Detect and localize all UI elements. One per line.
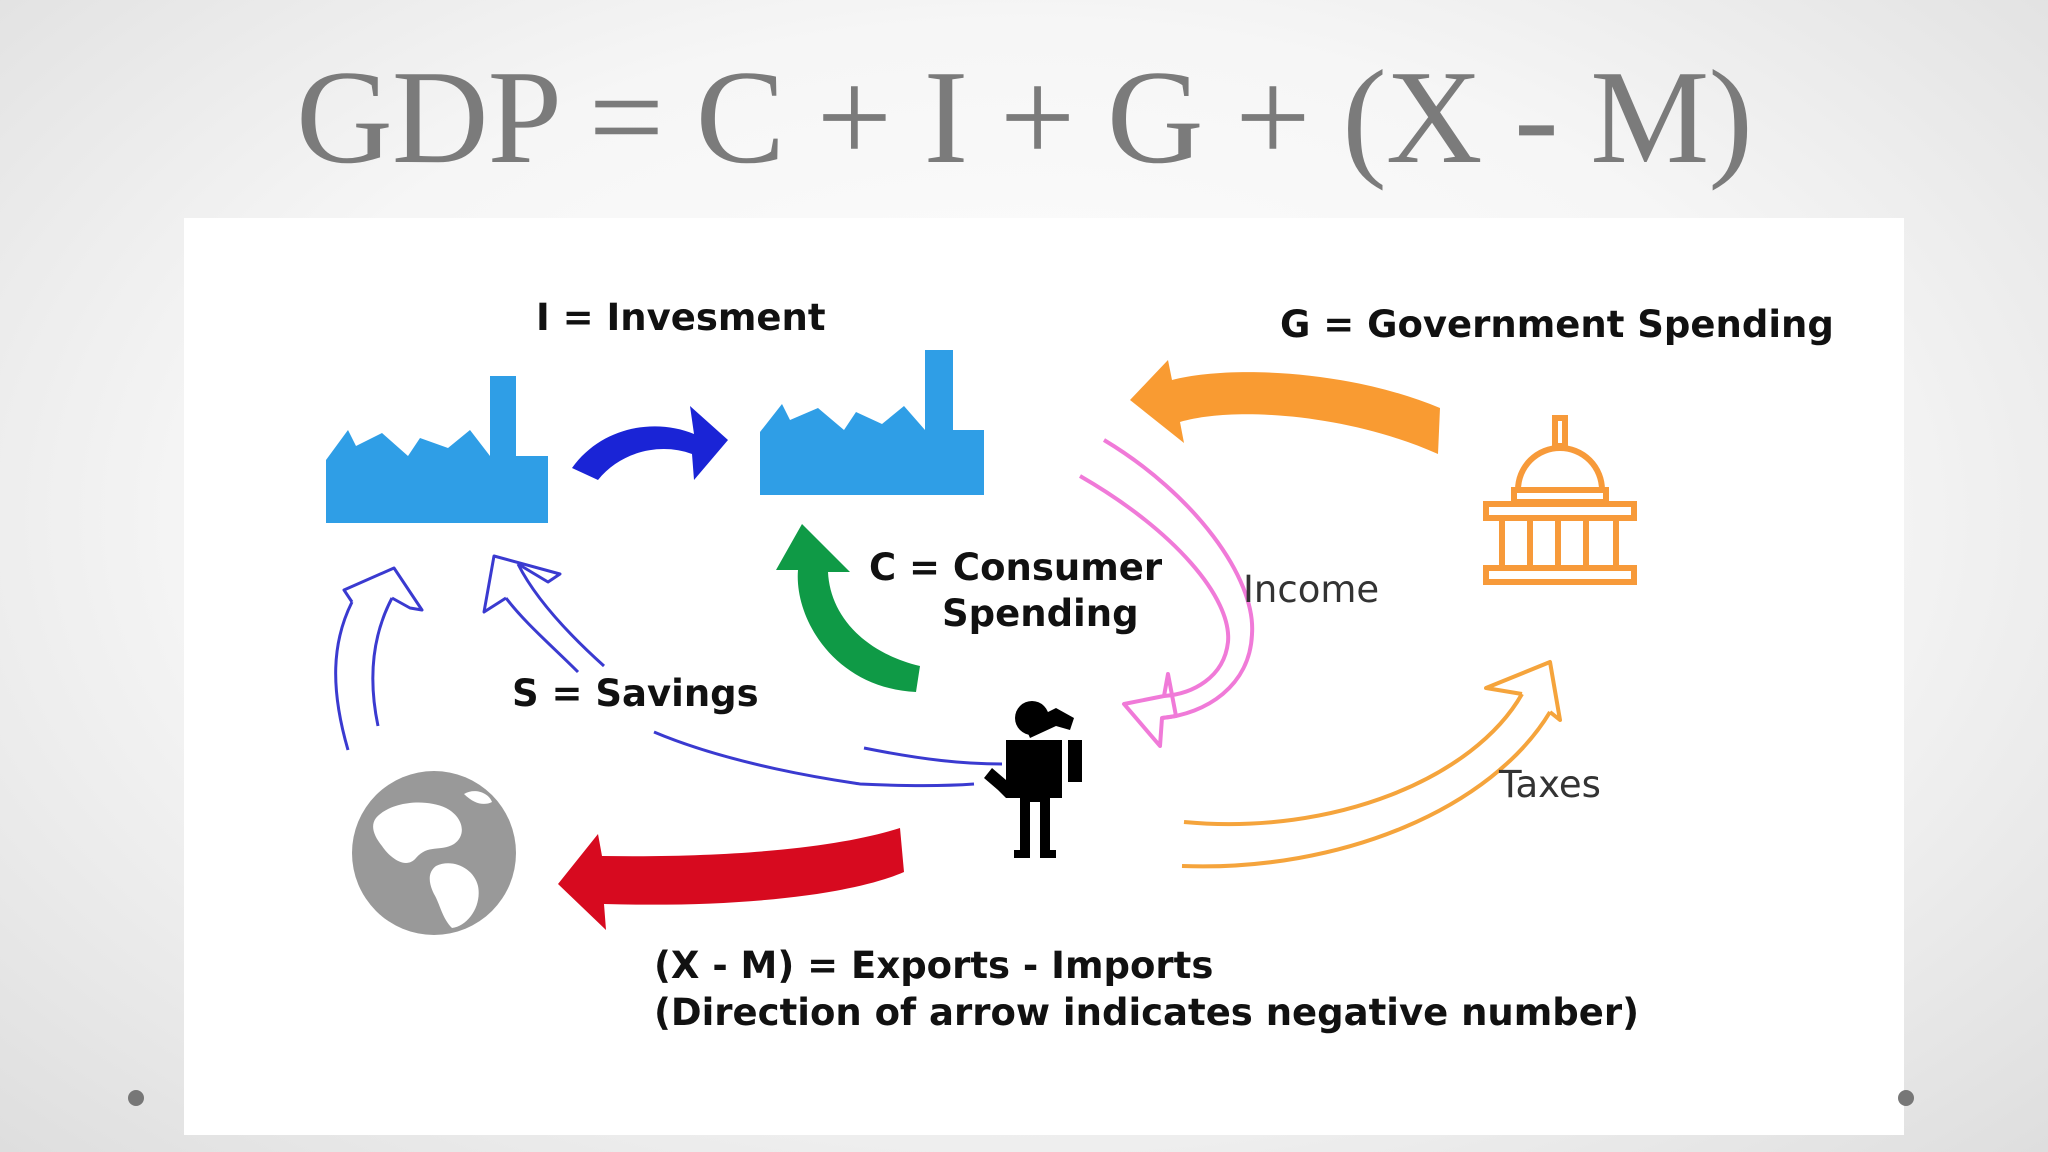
slide-title: GDP = C + I + G + (X - M)	[296, 43, 1753, 191]
gdp-diagram-panel: I = Invesment G = Government Spending C …	[184, 218, 1904, 1135]
taxes-arrow	[1181, 660, 1562, 869]
government-spending-label: G = Government Spending	[1280, 303, 1834, 346]
person-thinking-icon	[984, 701, 1082, 858]
consumer-spending-label-line2: Spending	[942, 592, 1139, 635]
savings-arrows	[334, 554, 1003, 787]
factory-icon	[760, 350, 984, 495]
income-label: Income	[1243, 568, 1380, 611]
income-arrow	[1079, 438, 1255, 748]
slide-bullet-right	[1898, 1090, 1914, 1106]
savings-label: S = Savings	[512, 672, 759, 715]
net-exports-arrow	[558, 828, 904, 930]
net-exports-label-line2: (Direction of arrow indicates negative n…	[654, 991, 1640, 1034]
slide-bullet-left	[128, 1090, 144, 1106]
consumer-spending-label-line1: C = Consumer	[869, 546, 1163, 589]
globe-icon	[352, 771, 516, 935]
government-building-icon	[1483, 415, 1637, 585]
taxes-label: Taxes	[1499, 763, 1601, 806]
government-spending-arrow	[1130, 360, 1440, 454]
investment-label: I = Invesment	[536, 296, 826, 339]
consumer-spending-arrow	[776, 524, 920, 692]
gdp-diagram	[326, 350, 1637, 935]
net-exports-label-line1: (X - M) = Exports - Imports	[654, 944, 1214, 987]
investment-arrow	[572, 406, 728, 480]
factory-icon	[326, 376, 548, 523]
